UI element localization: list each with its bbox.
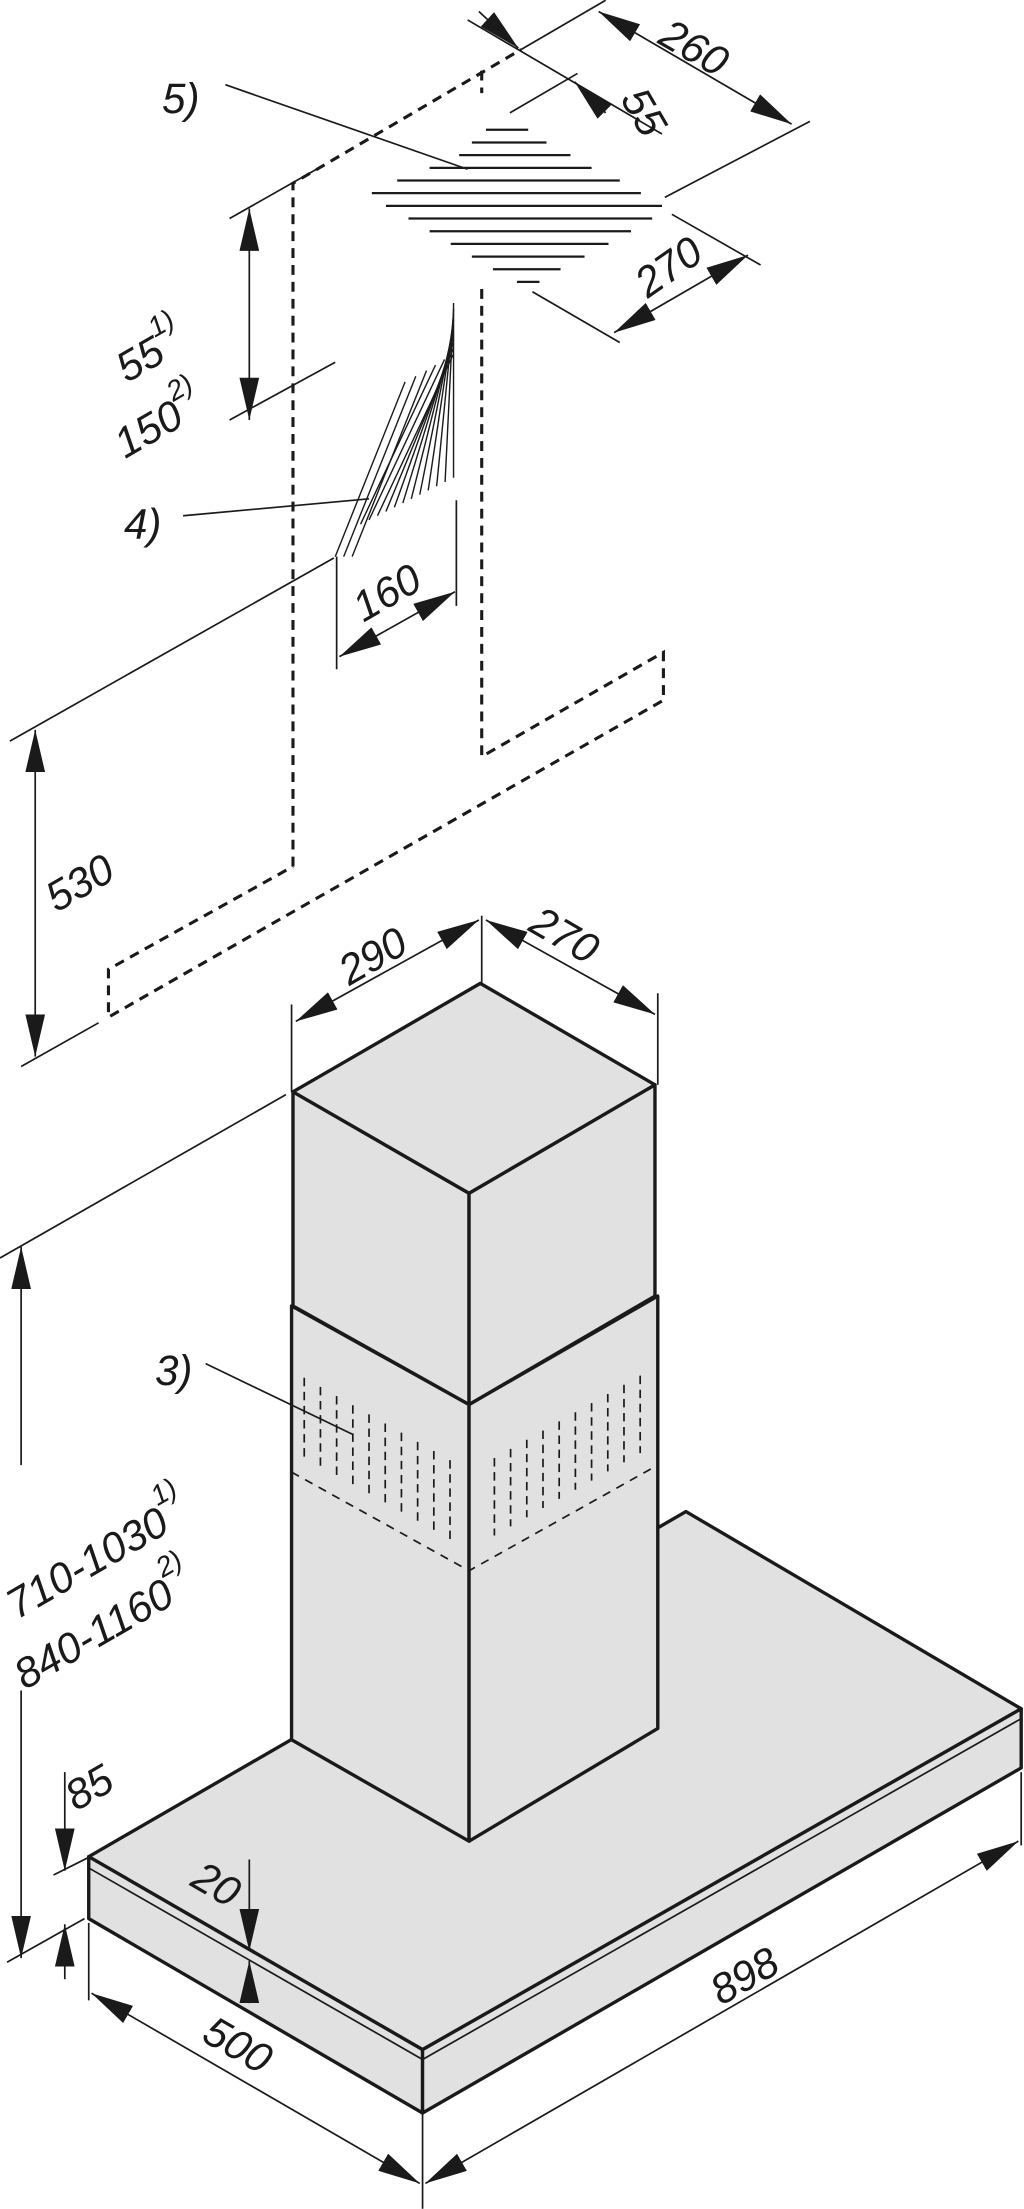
hatch-line <box>427 319 455 491</box>
hatch-line <box>343 376 417 557</box>
chimney-upper <box>291 981 657 1407</box>
exhaust-vent-grille <box>371 128 663 284</box>
hatch-line <box>444 308 455 482</box>
callout-4: 4) <box>124 500 162 547</box>
leader-lines <box>183 83 468 1435</box>
svg-text:1502): 1502) <box>99 367 212 467</box>
hatch-line <box>334 381 406 557</box>
dim-270-chimney: 270 <box>521 896 607 973</box>
wall-outline <box>106 48 665 1020</box>
hatch-line <box>359 364 437 525</box>
dim-530: 530 <box>37 845 122 921</box>
dim-55-150-label: 551) 1502) <box>99 303 212 467</box>
dim-898: 898 <box>702 1938 787 2014</box>
dim-290: 290 <box>329 918 415 995</box>
dim-85: 85 <box>57 1755 122 1819</box>
dim-260: 260 <box>651 9 737 86</box>
callout-3: 3) <box>155 1347 193 1394</box>
hatch-line <box>368 359 446 521</box>
total-height-label: 710-10301) 840-11602) <box>0 1471 187 1698</box>
socket-cutout-hatch <box>334 303 455 557</box>
chimney-vent-slots <box>303 1375 642 1545</box>
dim-55-top: 55 <box>612 80 676 145</box>
callout-5: 5) <box>162 75 200 122</box>
dim-160: 160 <box>344 554 429 630</box>
dim-270-vent: 270 <box>625 227 711 307</box>
hatch-line <box>435 314 455 487</box>
